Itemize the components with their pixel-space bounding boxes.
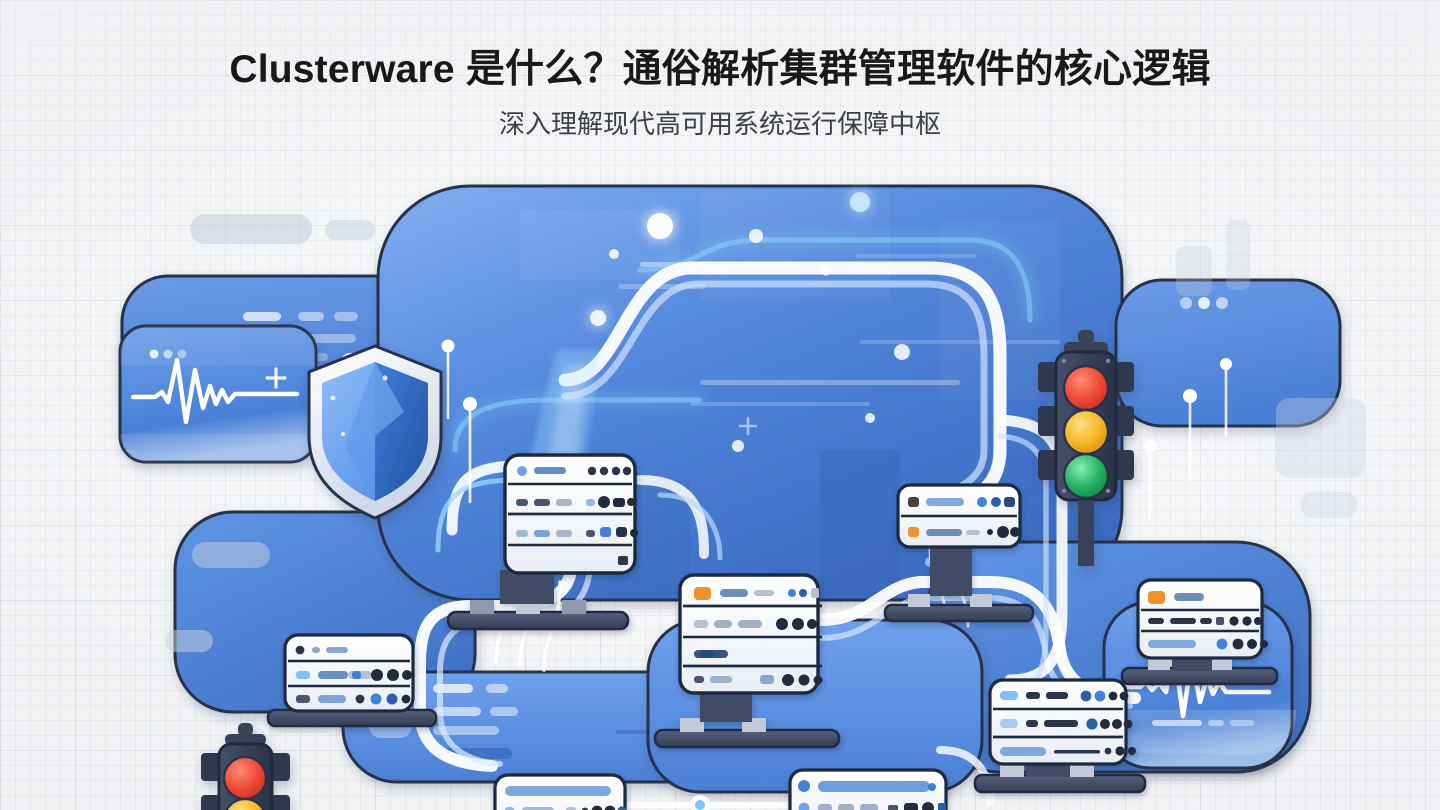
server-bottom-right <box>788 768 948 810</box>
status-badge-warning <box>908 527 919 537</box>
server-left-mid <box>266 633 438 728</box>
traffic-light-red <box>1062 364 1110 412</box>
security-shield <box>307 344 443 520</box>
traffic-light-amber <box>225 797 265 810</box>
traffic-light-red <box>222 755 268 801</box>
status-badge-warning <box>694 587 711 600</box>
traffic-light-amber <box>1062 408 1110 456</box>
traffic-light-green <box>1062 452 1110 500</box>
plus-icon <box>265 367 287 389</box>
traffic-light-bottom-left <box>201 723 290 810</box>
background-accents <box>165 214 1366 652</box>
server-slot <box>516 496 635 508</box>
server-bottom-left <box>493 773 627 810</box>
server-right-lower <box>973 678 1147 794</box>
server-slot <box>618 556 628 565</box>
page-title: Clusterware 是什么？通俗解析集群管理软件的核心逻辑 <box>229 48 1211 91</box>
ecg-card-left <box>118 324 318 464</box>
server-slot <box>516 527 638 537</box>
server-slot <box>517 466 632 476</box>
server-right-upper <box>883 483 1035 623</box>
server-center-mid <box>653 573 841 749</box>
traffic-light-top-right <box>1038 330 1134 566</box>
header: Clusterware 是什么？通俗解析集群管理软件的核心逻辑 深入理解现代高可… <box>0 0 1440 150</box>
server-far-right <box>1120 578 1279 686</box>
data-flow-paths <box>341 192 1232 810</box>
cluster-illustration <box>0 150 1440 810</box>
heartbeat-line <box>130 357 300 425</box>
server-top-center <box>446 453 638 631</box>
page-subtitle: 深入理解现代高可用系统运行保障中枢 <box>498 109 941 139</box>
status-badge-warning <box>1148 591 1165 604</box>
panel-right-upper <box>1114 278 1342 428</box>
